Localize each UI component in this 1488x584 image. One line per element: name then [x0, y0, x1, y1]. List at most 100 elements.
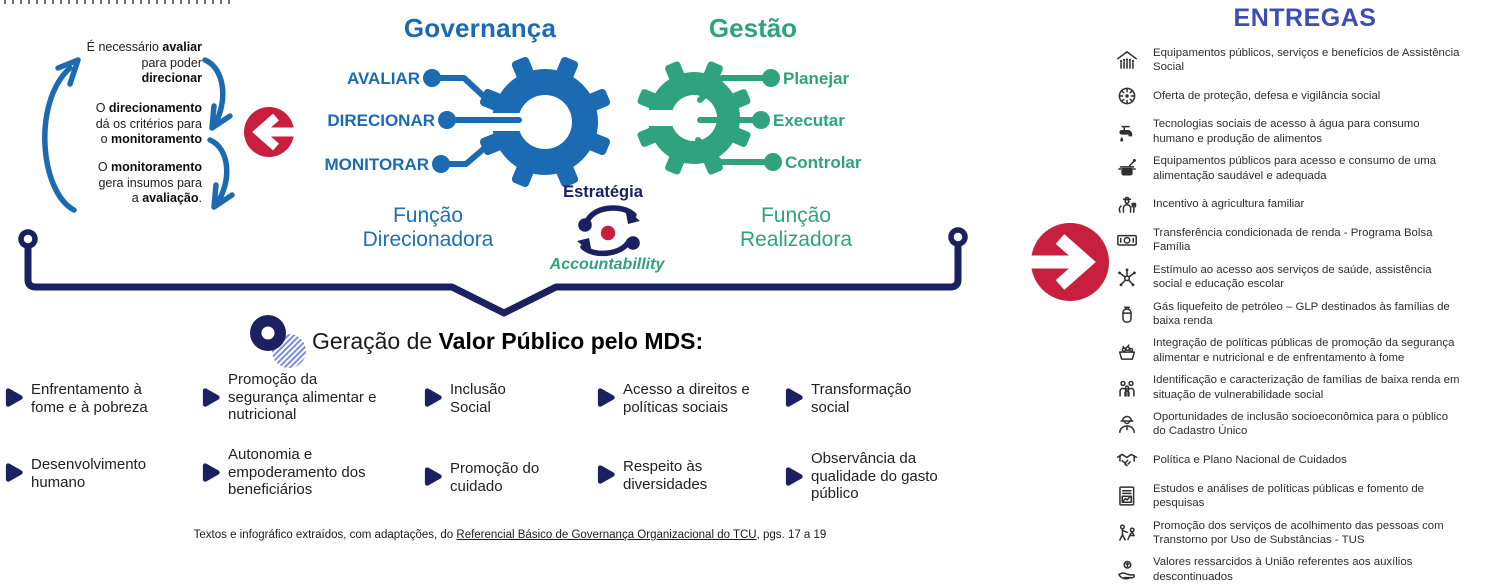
funcao-direcionadora-line2: Direcionadora [362, 227, 494, 251]
valor-item: Respeito às diversidades [595, 458, 725, 493]
valor-item-label: Desenvolvimento humano [31, 456, 147, 491]
cooking-pot-icon [1112, 156, 1142, 182]
valor-item-label: Autonomia e empoderamento dos beneficiár… [228, 446, 366, 498]
entrega-item-label: Estudos e análises de políticas públicas… [1153, 482, 1425, 509]
funcao-realizadora-line2: Realizadora [739, 227, 853, 251]
label-controlar: Controlar [785, 153, 862, 172]
services-network-icon [1112, 264, 1142, 290]
entrega-item-label: Oportunidades de inclusão socioeconômica… [1153, 411, 1449, 438]
label-monitorar: MONITORAR [324, 155, 429, 174]
entrega-item-label: Promoção dos serviços de acolhimento das… [1153, 519, 1444, 546]
gestao-title: Gestão [708, 13, 798, 43]
governance-gear-icon [479, 56, 611, 188]
valor-item: Transformação social [783, 381, 929, 416]
valor-item: Promoção do cuidado [422, 460, 558, 495]
farmer-icon [1112, 191, 1142, 217]
valor-item-label: Promoção do cuidado [450, 460, 540, 495]
play-arrow-icon [424, 467, 442, 486]
play-arrow-icon [597, 388, 615, 407]
water-faucet-icon [1112, 119, 1142, 145]
entrega-item: Integração de políticas públicas de prom… [1112, 336, 1476, 364]
valor-item-label: Enfrentamento à fome e à pobreza [31, 381, 148, 416]
food-basket-icon [1112, 338, 1142, 364]
label-avaliar: AVALIAR [346, 69, 420, 88]
governanca-title: Governança [403, 13, 557, 43]
source-note-prefix: Textos e infográfico extraídos, com adap… [193, 529, 457, 541]
family-group-icon [1112, 375, 1142, 401]
valor-item: Autonomia e empoderamento dos beneficiár… [200, 446, 376, 499]
entrega-item: Equipamentos públicos para acesso e cons… [1112, 154, 1476, 182]
source-reference-link[interactable]: Referencial Básico de Governança Organiz… [456, 529, 757, 541]
valor-item: Observância da qualidade do gasto públic… [783, 450, 963, 503]
gas-cylinder-icon [1112, 301, 1142, 327]
entrega-item-label: Equipamentos públicos, serviços e benefí… [1153, 47, 1460, 74]
valor-item: Enfrentamento à fome e à pobreza [3, 381, 155, 416]
play-arrow-icon [424, 388, 442, 407]
social-protection-icon [1112, 83, 1142, 109]
valor-item: Acesso a direitos e políticas sociais [595, 381, 763, 416]
entrega-item: Gás liquefeito de petróleo – GLP destina… [1112, 300, 1476, 328]
clipped-text-fragment [4, 0, 234, 4]
label-planejar: Planejar [783, 69, 850, 88]
management-traces [695, 75, 767, 165]
entrega-item: Oferta de proteção, defesa e vigilância … [1112, 83, 1476, 109]
management-gear-icon [637, 61, 751, 175]
entregas-title: ENTREGAS [1233, 4, 1377, 32]
entrega-item-label: Equipamentos públicos para acesso e cons… [1153, 155, 1437, 182]
label-executar: Executar [773, 111, 845, 130]
play-arrow-icon [785, 467, 803, 486]
entrega-item: Estímulo ao acesso aos serviços de saúde… [1112, 263, 1476, 291]
funcao-realizadora: Função Realizadora [686, 204, 906, 251]
valor-item: Inclusão Social [422, 381, 534, 416]
funcao-direcionadora-line1: Função [392, 204, 464, 227]
hand-money-icon [1112, 557, 1142, 583]
valor-item: Desenvolvimento humano [3, 456, 163, 491]
red-arrow-right-icon [1022, 223, 1109, 301]
valor-item: Promoção da segurança alimentar e nutric… [200, 371, 380, 424]
play-arrow-icon [202, 463, 220, 482]
entrega-item: Oportunidades de inclusão socioeconômica… [1112, 410, 1476, 438]
source-note: Textos e infográfico extraídos, com adap… [60, 529, 960, 541]
play-arrow-icon [5, 463, 23, 482]
governance-trace-dots [423, 69, 456, 173]
valor-item-label: Respeito às diversidades [623, 458, 708, 493]
valor-item-label: Acesso a direitos e políticas sociais [623, 381, 750, 416]
entrega-item: Valores ressarcidos à União referentes a… [1112, 555, 1476, 583]
strategy-cycle-icon [577, 205, 640, 257]
funcao-realizadora-line1: Função [760, 204, 832, 227]
entregas-list: Equipamentos públicos, serviços e benefí… [1112, 46, 1476, 584]
valor-item-label: Promoção da segurança alimentar e nutric… [228, 371, 377, 423]
cycle-arrows-left-icon [42, 57, 235, 213]
shelter-house-icon [1112, 47, 1142, 73]
entrega-item: Promoção dos serviços de acolhimento das… [1112, 519, 1476, 547]
handshake-icon [1112, 447, 1142, 473]
entrega-item-label: Valores ressarcidos à União referentes a… [1153, 556, 1413, 583]
label-direcionar: DIRECIONAR [327, 111, 435, 130]
management-trace-dots [752, 69, 782, 171]
red-arrow-left-icon [244, 107, 302, 157]
valor-item-label: Inclusão Social [450, 381, 506, 416]
entrega-item-label: Transferência condicionada de renda - Pr… [1153, 226, 1433, 253]
valor-publico-title: Geração de Valor Público pelo MDS: [312, 328, 704, 354]
play-arrow-icon [5, 388, 23, 407]
entrega-item-label: Identificação e caracterização de famíli… [1153, 374, 1460, 401]
worker-icon [1112, 411, 1142, 437]
entrega-item-label: Integração de políticas públicas de prom… [1153, 337, 1455, 364]
governance-traces [438, 75, 522, 167]
bracket-connector [18, 227, 968, 317]
play-arrow-icon [785, 388, 803, 407]
entrega-item-label: Incentivo à agricultura familiar [1153, 198, 1305, 211]
entrega-item-label: Política e Plano Nacional de Cuidados [1153, 454, 1347, 467]
entrega-item: Identificação e caracterização de famíli… [1112, 373, 1476, 401]
valor-publico-bullet-icon [250, 315, 306, 368]
entrega-item-label: Gás liquefeito de petróleo – GLP destina… [1153, 300, 1450, 327]
entrega-item: Transferência condicionada de renda - Pr… [1112, 226, 1476, 254]
play-arrow-icon [597, 465, 615, 484]
accountability-label: Accountabillity [549, 256, 665, 273]
banknote-icon [1112, 227, 1142, 253]
people-support-icon [1112, 520, 1142, 546]
entrega-item: Estudos e análises de políticas públicas… [1112, 482, 1476, 510]
